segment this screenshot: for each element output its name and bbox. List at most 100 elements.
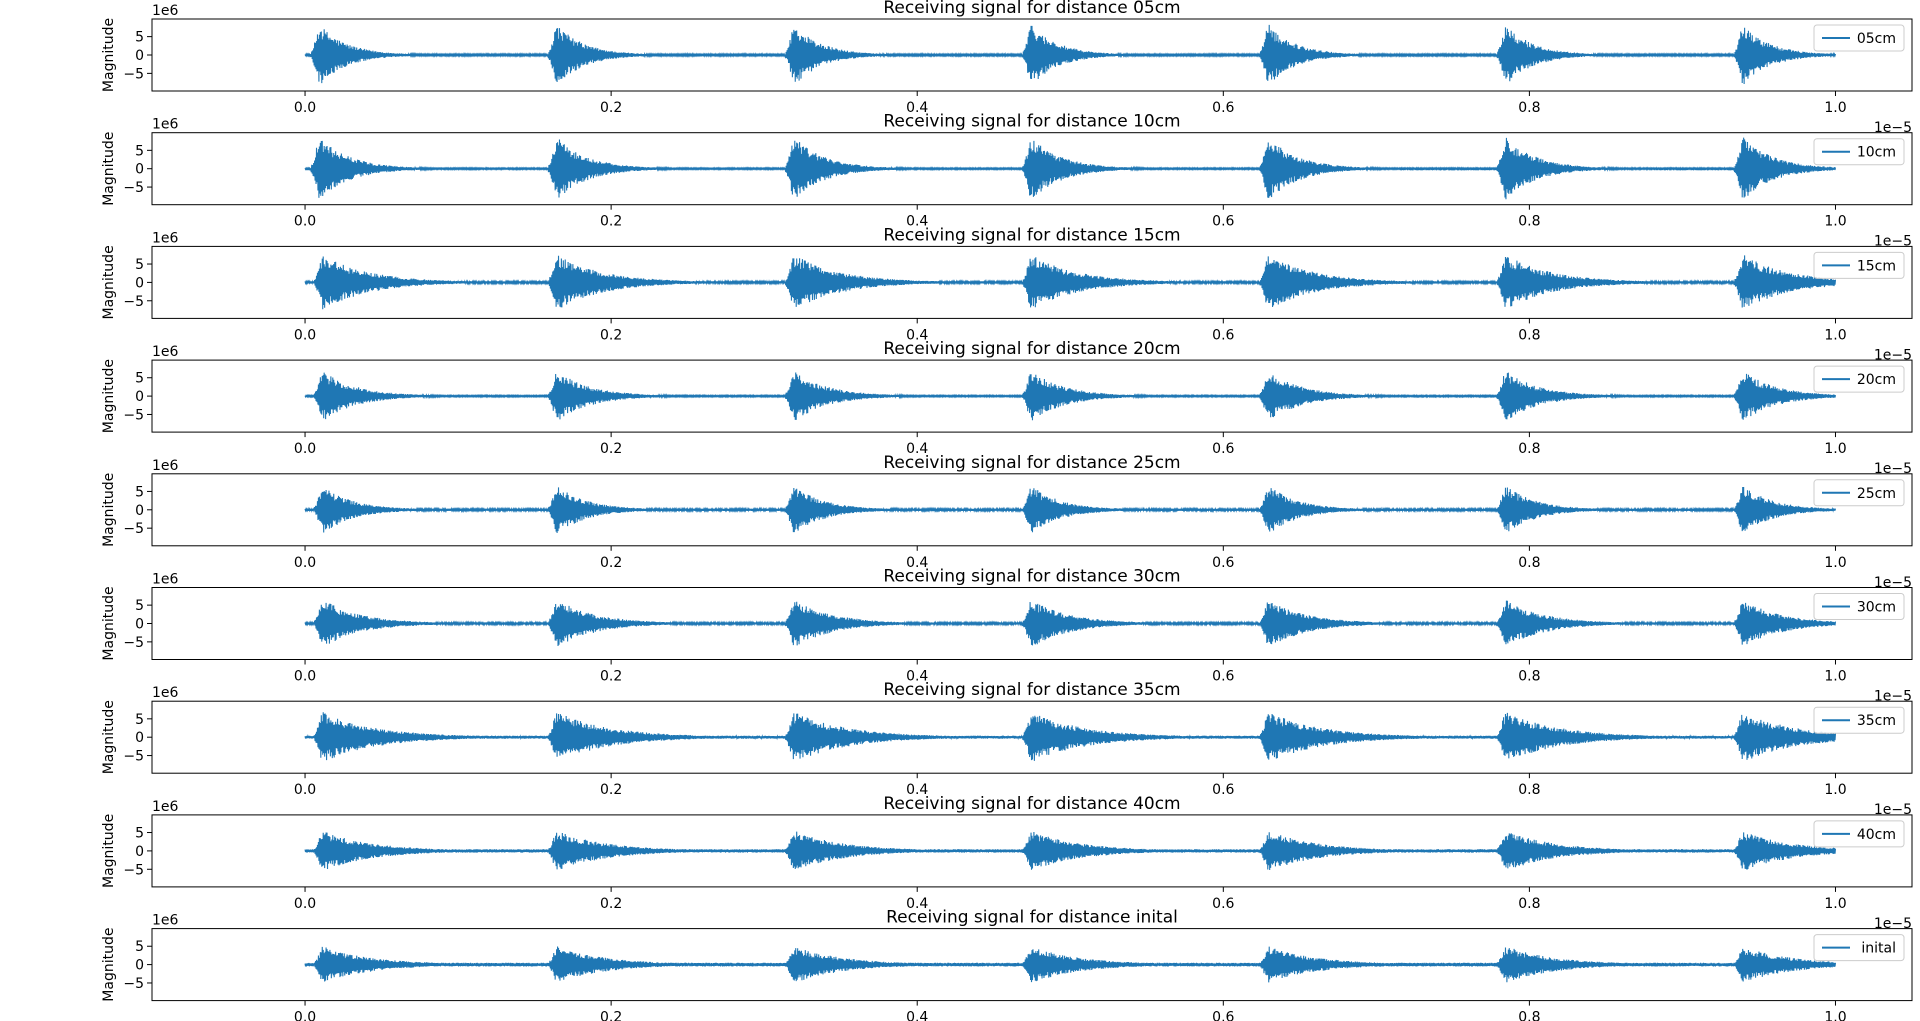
subplot-title: Receiving signal for distance inital (886, 908, 1178, 928)
y-axis-label: Magnitude (101, 245, 117, 319)
x-offset-text: 1e−5 (1874, 461, 1912, 477)
x-tick-label: 0.0 (294, 214, 316, 230)
subplot-title: Receiving signal for distance 25cm (883, 453, 1180, 473)
legend-box (1813, 820, 1905, 848)
y-axis-label: Magnitude (101, 928, 117, 1002)
x-tick-label: 0.8 (1518, 214, 1540, 230)
y-offset-text: 1e6 (152, 799, 179, 815)
subplot-9: 0.00.20.40.60.81.0−5051e61e−5MagnitudeRe… (101, 908, 1913, 1021)
y-tick-label: 0 (135, 389, 144, 405)
x-tick-label: 0.4 (906, 1010, 928, 1021)
y-offset-text: 1e6 (152, 117, 179, 133)
y-offset-text: 1e6 (152, 572, 179, 588)
y-axis-label: Magnitude (101, 359, 117, 433)
subplot-title: Receiving signal for distance 20cm (883, 339, 1180, 359)
y-tick-label: 5 (135, 939, 144, 955)
x-tick-label: 0.4 (906, 100, 928, 116)
x-tick-label: 0.8 (1518, 1010, 1540, 1021)
x-offset-text: 1e−5 (1874, 347, 1912, 363)
x-tick-label: 1.0 (1824, 214, 1846, 230)
y-axis-label: Magnitude (101, 132, 117, 206)
y-tick-label: −5 (123, 976, 144, 992)
legend-label: 35cm (1857, 713, 1896, 729)
y-tick-label: 0 (135, 617, 144, 633)
y-tick-label: 5 (135, 484, 144, 500)
y-axis-label: Magnitude (101, 18, 117, 92)
signal-line (304, 372, 1837, 421)
x-tick-label: 0.0 (294, 100, 316, 116)
legend-label: inital (1861, 941, 1896, 957)
legend-box (1813, 24, 1905, 52)
x-tick-label: 0.6 (1212, 896, 1234, 912)
legend-box (1813, 138, 1905, 166)
x-tick-label: 0.0 (294, 327, 316, 343)
y-axis-label: Magnitude (101, 700, 117, 774)
x-tick-label: 0.8 (1518, 100, 1540, 116)
legend-label: 05cm (1857, 31, 1896, 47)
y-tick-label: 0 (135, 730, 144, 746)
x-tick-label: 0.2 (600, 214, 622, 230)
x-tick-label: 0.2 (600, 100, 622, 116)
y-tick-label: 5 (135, 712, 144, 728)
y-tick-label: −5 (123, 180, 144, 196)
y-offset-text: 1e6 (152, 230, 179, 246)
x-tick-label: 0.6 (1212, 555, 1234, 571)
x-tick-label: 0.4 (906, 214, 928, 230)
x-tick-label: 0.4 (906, 669, 928, 685)
x-tick-label: 0.0 (294, 896, 316, 912)
y-offset-text: 1e6 (152, 3, 179, 19)
x-tick-label: 0.4 (906, 441, 928, 457)
subplot-title: Receiving signal for distance 35cm (883, 680, 1180, 700)
legend-label: 25cm (1857, 486, 1896, 502)
x-tick-label: 1.0 (1824, 896, 1846, 912)
x-tick-label: 0.0 (294, 555, 316, 571)
y-tick-label: 0 (135, 275, 144, 291)
y-tick-label: −5 (123, 635, 144, 651)
x-tick-label: 0.2 (600, 327, 622, 343)
x-tick-label: 1.0 (1824, 669, 1846, 685)
signal-line (304, 137, 1837, 200)
y-tick-label: 0 (135, 48, 144, 64)
x-tick-label: 0.0 (294, 1010, 316, 1021)
y-axis-label: Magnitude (101, 814, 117, 888)
y-tick-label: 5 (135, 143, 144, 159)
x-offset-text: 1e−5 (1874, 916, 1912, 932)
legend-label: 40cm (1857, 827, 1896, 843)
y-tick-label: 0 (135, 958, 144, 974)
x-tick-label: 0.8 (1518, 327, 1540, 343)
legend-label: 10cm (1857, 145, 1896, 161)
subplot-title: Receiving signal for distance 10cm (883, 112, 1180, 132)
x-tick-label: 0.6 (1212, 441, 1234, 457)
y-offset-text: 1e6 (152, 913, 179, 929)
legend-label: 15cm (1857, 258, 1896, 274)
y-axis-label: Magnitude (101, 586, 117, 660)
x-tick-label: 0.2 (600, 782, 622, 798)
x-tick-label: 0.2 (600, 555, 622, 571)
y-tick-label: 5 (135, 826, 144, 842)
y-tick-label: −5 (123, 862, 144, 878)
x-offset-text: 1e−5 (1874, 689, 1912, 705)
signal-line (304, 486, 1837, 533)
signal-line (304, 712, 1837, 761)
x-tick-label: 1.0 (1824, 327, 1846, 343)
x-tick-label: 1.0 (1824, 782, 1846, 798)
y-offset-text: 1e6 (152, 685, 179, 701)
subplot-title: Receiving signal for distance 05cm (883, 0, 1180, 18)
legend-box (1813, 706, 1905, 734)
y-tick-label: −5 (123, 294, 144, 310)
x-tick-label: 0.2 (600, 441, 622, 457)
x-tick-label: 0.8 (1518, 896, 1540, 912)
x-tick-label: 1.0 (1824, 441, 1846, 457)
y-tick-label: 0 (135, 503, 144, 519)
x-tick-label: 0.6 (1212, 782, 1234, 798)
x-tick-label: 0.8 (1518, 669, 1540, 685)
x-tick-label: 1.0 (1824, 555, 1846, 571)
legend-box (1813, 934, 1905, 962)
